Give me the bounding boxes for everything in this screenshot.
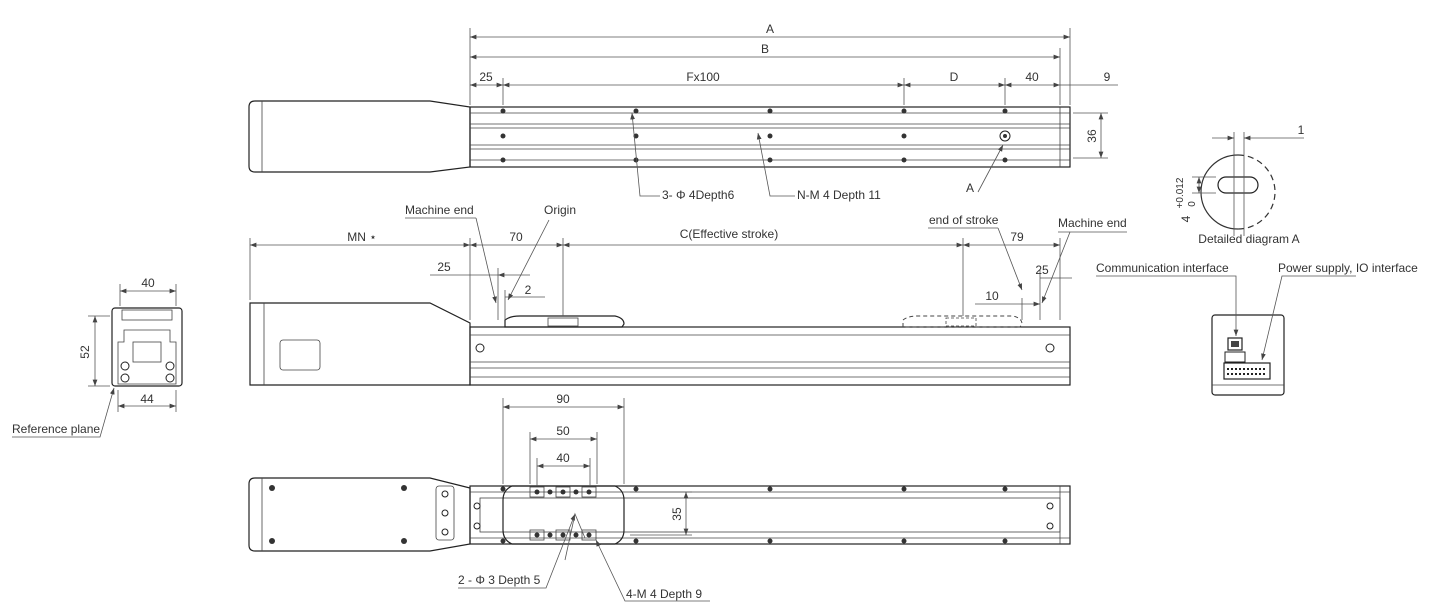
- label-origin: Origin: [544, 203, 576, 217]
- top-rail: [469, 106, 1071, 168]
- end-view-outline: [111, 307, 183, 387]
- tol-lower: 0: [1187, 201, 1198, 207]
- side-view: Machine end Origin MN ⋆ 70 C(Effective s…: [249, 203, 1127, 386]
- dim-25-left: 25: [437, 260, 451, 274]
- dim-40: 40: [1025, 70, 1039, 84]
- callout-a: A: [966, 181, 974, 195]
- label-communication-interface: Communication interface: [1096, 261, 1229, 275]
- dim-mn: MN ⋆: [347, 230, 377, 244]
- callout-bottom-taps: 4-M 4 Depth 9: [626, 587, 702, 601]
- bottom-rail-holes: [500, 486, 1008, 544]
- label-end-of-stroke: end of stroke: [929, 213, 999, 227]
- dim-b: B: [761, 42, 769, 56]
- top-view: A B 25 Fx100 D 40 9 36 3- Φ 4Depth6 N-M …: [248, 22, 1118, 202]
- side-motor-housing: [249, 302, 471, 386]
- dim-70: 70: [509, 230, 523, 244]
- side-rail: [469, 326, 1071, 386]
- dim-9: 9: [1104, 70, 1111, 84]
- dim-79: 79: [1010, 230, 1024, 244]
- bottom-motor-housing: [248, 477, 471, 552]
- dim-25-right: 25: [1035, 263, 1049, 277]
- callout-top-holes: 3- Φ 4Depth6: [662, 188, 735, 202]
- dim-35: 35: [670, 507, 684, 521]
- dim-36: 36: [1085, 129, 1099, 143]
- callout-bottom-holes: 2 - Φ 3 Depth 5: [458, 573, 541, 587]
- connector-housing: [1211, 314, 1285, 396]
- bottom-carriage: [502, 485, 625, 545]
- side-motor-plate: [279, 339, 321, 371]
- label-reference-plane: Reference plane: [12, 422, 100, 436]
- dim-c-effective-stroke: C(Effective stroke): [680, 227, 778, 241]
- dim-detail-4: 4: [1179, 215, 1193, 222]
- side-carriage-origin: [504, 315, 625, 328]
- connector-view: Communication interface Power supply, IO…: [1096, 261, 1418, 396]
- dim-10: 10: [985, 289, 999, 303]
- communication-port: [1227, 337, 1243, 351]
- label-machine-end-left: Machine end: [405, 203, 474, 217]
- dim-a: A: [766, 22, 774, 36]
- dim-end-52: 52: [78, 345, 92, 359]
- dim-50: 50: [556, 424, 570, 438]
- dim-end-44: 44: [140, 392, 154, 406]
- detail-a: 1 4 +0.012 0 Detailed diagram A: [1175, 123, 1305, 246]
- dim-bottom-40: 40: [556, 451, 570, 465]
- dim-detail-1: 1: [1298, 123, 1305, 137]
- label-power-io-interface: Power supply, IO interface: [1278, 261, 1418, 275]
- caption-detail-a: Detailed diagram A: [1198, 232, 1299, 246]
- dim-90: 90: [556, 392, 570, 406]
- side-carriage-end: [902, 315, 1023, 328]
- top-rail-holes: [500, 108, 1011, 163]
- bottom-view: 90 50 40 35 2 - Φ 3 Depth 5 4-M 4 Depth …: [248, 392, 1071, 602]
- tol-upper: +0.012: [1175, 177, 1186, 208]
- top-motor-housing: [248, 100, 471, 173]
- bottom-rail: [469, 485, 1071, 545]
- label-machine-end-right: Machine end: [1058, 216, 1127, 230]
- end-view: 40 52 44 Reference plane: [12, 276, 183, 438]
- power-io-port: [1223, 362, 1271, 380]
- dim-2: 2: [525, 283, 532, 297]
- dim-end-40: 40: [141, 276, 155, 290]
- dim-25: 25: [479, 70, 493, 84]
- dim-d: D: [950, 70, 959, 84]
- dim-fx100: Fx100: [686, 70, 720, 84]
- callout-top-taps: N-M 4 Depth 11: [797, 188, 881, 202]
- detail-slot: [1217, 176, 1259, 194]
